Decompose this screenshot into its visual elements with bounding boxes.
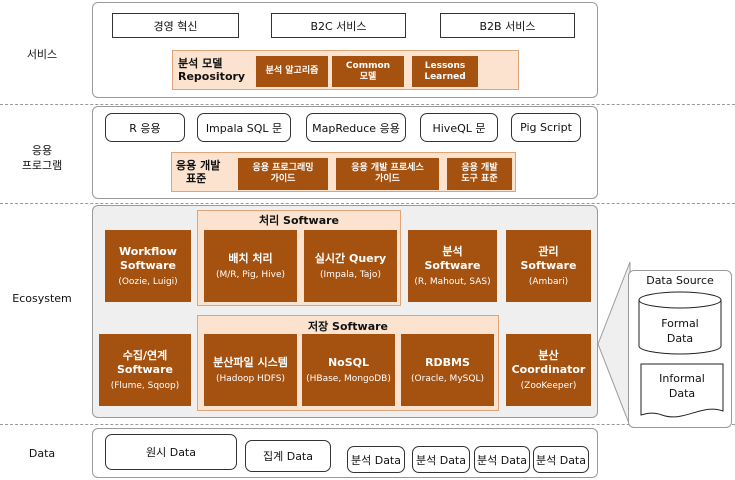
repo-item-common-model: Common 모델 bbox=[332, 56, 404, 87]
std-item-process-guide: 응용 개발 프로세스 가이드 bbox=[336, 158, 439, 190]
document-icon bbox=[640, 363, 724, 418]
distributed-coordinator: 분산 Coordinator (ZooKeeper) bbox=[506, 334, 591, 406]
divider-2 bbox=[0, 203, 735, 204]
realtime-query: 실시간 Query (Impala, Tajo) bbox=[304, 230, 397, 302]
nosql-sub: (HBase, MongoDB) bbox=[306, 373, 391, 384]
std-item-tool-line2: 도구 표준 bbox=[461, 174, 498, 184]
datasource-arrow bbox=[597, 261, 631, 427]
repo-item-algorithm-line1: 분석 알고리즘 bbox=[265, 66, 319, 76]
repo-item-lessons-line2: Learned bbox=[424, 71, 466, 82]
service-item-management-innovation: 경영 혁신 bbox=[112, 13, 239, 38]
formal-data-label: Formal Data bbox=[637, 316, 723, 346]
repository-label-line1: 분석 모델 bbox=[178, 57, 223, 70]
divider-1 bbox=[0, 104, 735, 105]
std-item-tool-line1: 응용 개발 bbox=[461, 163, 498, 173]
app-item-impala-sql: Impala SQL 문 bbox=[197, 113, 291, 142]
analysis-software: 분석 Software (R, Mahout, SAS) bbox=[408, 230, 497, 302]
analysis-line2: Software bbox=[424, 258, 481, 272]
dfs-sub: (Hadoop HDFS) bbox=[215, 373, 286, 384]
collection-software: 수집/연계 Software (Flume, Sqoop) bbox=[99, 334, 191, 406]
app-item-pig-script: Pig Script bbox=[511, 113, 581, 142]
std-item-process-line2: 가이드 bbox=[375, 174, 400, 184]
repo-item-common-line1: Common bbox=[345, 60, 391, 71]
analysis-line1: 분석 bbox=[442, 244, 463, 258]
coordinator-sub: (ZooKeeper) bbox=[520, 380, 577, 391]
realtime-sub: (Impala, Tajo) bbox=[320, 269, 381, 280]
formal-data-line2: Data bbox=[666, 332, 694, 345]
service-item-b2c: B2C 서비스 bbox=[271, 13, 406, 38]
coordinator-line1: 분산 bbox=[538, 348, 559, 362]
app-standard-label-line2: 표준 bbox=[186, 172, 207, 185]
batch-processing: 배치 처리 (M/R, Pig, Hive) bbox=[204, 230, 297, 302]
dfs-line1: 분산파일 시스템 bbox=[213, 355, 288, 369]
processing-software-title: 처리 Software bbox=[258, 214, 340, 227]
data-item-raw: 원시 Data bbox=[105, 434, 237, 470]
layer-label-app-line1: 응용 bbox=[31, 144, 53, 157]
collection-line2: Software bbox=[117, 362, 173, 376]
nosql: NoSQL (HBase, MongoDB) bbox=[302, 334, 395, 406]
management-software: 관리 Software (Ambari) bbox=[506, 230, 591, 302]
std-item-tool-standard: 응용 개발 도구 표준 bbox=[447, 158, 512, 190]
management-line1: 관리 bbox=[538, 244, 559, 258]
layer-label-app-line2: 프로그램 bbox=[21, 159, 63, 172]
database-cylinder-icon bbox=[638, 291, 722, 355]
management-sub: (Ambari) bbox=[528, 276, 569, 287]
rdbms: RDBMS (Oracle, MySQL) bbox=[401, 334, 494, 406]
formal-data-line1: Formal bbox=[661, 317, 699, 330]
collection-line1: 수집/연계 bbox=[122, 348, 168, 362]
std-item-programming-line2: 가이드 bbox=[270, 174, 296, 184]
analysis-sub: (R, Mahout, SAS) bbox=[414, 276, 491, 287]
layer-label-app: 응용 프로그램 bbox=[0, 143, 84, 173]
batch-line1: 배치 처리 bbox=[228, 251, 273, 265]
workflow-line2: Software bbox=[120, 258, 176, 272]
layer-label-data: Data bbox=[28, 447, 56, 460]
informal-data-label: Informal Data bbox=[640, 371, 724, 401]
collection-sub: (Flume, Sqoop) bbox=[110, 380, 180, 391]
datasource-title: Data Source bbox=[646, 274, 714, 287]
app-standard-label: 응용 개발 표준 bbox=[176, 159, 220, 185]
std-item-process-line1: 응용 개발 프로세스 bbox=[351, 163, 424, 173]
layer-label-ecosystem: Ecosystem bbox=[12, 292, 72, 305]
batch-sub: (M/R, Pig, Hive) bbox=[215, 269, 286, 280]
rdbms-sub: (Oracle, MySQL) bbox=[411, 373, 484, 384]
app-standard-label-line1: 응용 개발 bbox=[176, 159, 221, 172]
nosql-line1: NoSQL bbox=[327, 355, 370, 369]
realtime-line1: 실시간 Query bbox=[314, 251, 387, 265]
informal-data-line1: Informal bbox=[659, 372, 705, 385]
layer-label-service: 서비스 bbox=[26, 48, 58, 61]
data-item-analysis-1: 분석 Data bbox=[347, 446, 405, 473]
app-item-r: R 응용 bbox=[105, 113, 185, 142]
app-item-mapreduce: MapReduce 응용 bbox=[306, 113, 406, 142]
repository-label-line2: Repository bbox=[178, 70, 246, 83]
repo-item-algorithm: 분석 알고리즘 bbox=[256, 56, 328, 87]
data-item-analysis-2: 분석 Data bbox=[412, 446, 470, 473]
repo-item-common-line2: 모델 bbox=[359, 71, 377, 82]
repo-item-lessons-learned: Lessons Learned bbox=[412, 56, 478, 87]
repo-item-lessons-line1: Lessons bbox=[424, 60, 466, 71]
informal-data-line2: Data bbox=[668, 387, 696, 400]
management-line2: Software bbox=[520, 258, 577, 272]
service-item-b2b: B2B 서비스 bbox=[440, 13, 575, 38]
std-item-programming-guide: 응용 프로그래밍 가이드 bbox=[238, 158, 328, 190]
workflow-line1: Workflow bbox=[119, 244, 177, 258]
workflow-sub: (Oozie, Luigi) bbox=[118, 276, 178, 287]
coordinator-line2: Coordinator bbox=[511, 362, 586, 376]
repository-label: 분석 모델 Repository bbox=[178, 57, 245, 83]
divider-3 bbox=[0, 424, 735, 425]
distributed-file-system: 분산파일 시스템 (Hadoop HDFS) bbox=[204, 334, 297, 406]
app-item-hiveql: HiveQL 문 bbox=[420, 113, 498, 142]
std-item-programming-line1: 응용 프로그래밍 bbox=[252, 163, 314, 173]
rdbms-line1: RDBMS bbox=[425, 355, 470, 369]
data-item-analysis-3: 분석 Data bbox=[474, 446, 530, 473]
data-item-analysis-4: 분석 Data bbox=[533, 446, 589, 473]
storage-software-title: 저장 Software bbox=[307, 320, 389, 333]
data-item-aggregate: 집계 Data bbox=[245, 440, 331, 472]
workflow-software: Workflow Software (Oozie, Luigi) bbox=[105, 230, 191, 302]
